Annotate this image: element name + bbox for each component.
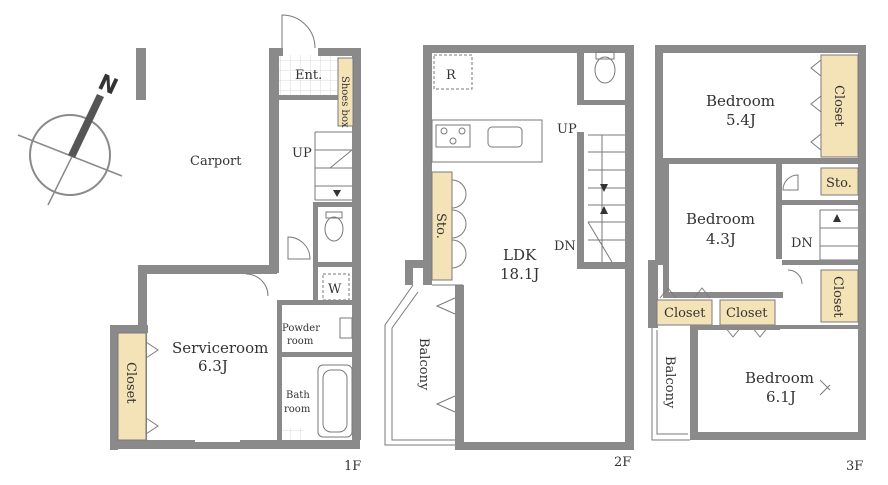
serviceroom-size: 6.3J bbox=[198, 357, 228, 375]
dn-label-2f: DN bbox=[554, 239, 576, 254]
up-label-2f: UP bbox=[557, 122, 577, 137]
powder-room-label-1: Powder bbox=[282, 323, 320, 334]
bedroom-b-label: Bedroom bbox=[686, 210, 755, 228]
bedroom-a-label: Bedroom bbox=[706, 92, 775, 110]
powder-room-label-2: room bbox=[287, 336, 314, 347]
closet-a-label: Closet bbox=[831, 85, 846, 127]
bedroom-c-label: Bedroom bbox=[745, 369, 814, 387]
floor-1f bbox=[110, 14, 361, 450]
floor-label-1f: 1F bbox=[344, 459, 361, 474]
north-compass-icon: N bbox=[17, 48, 146, 206]
balcony-label-2f: Balcony bbox=[416, 338, 431, 391]
entrance-tiles bbox=[277, 55, 339, 95]
floor-3f bbox=[648, 45, 866, 441]
bedroom-a-size: 5.4J bbox=[726, 111, 756, 129]
bedroom-b-size: 4.3J bbox=[706, 230, 736, 248]
floor-label-2f: 2F bbox=[614, 455, 631, 470]
carport-label: Carport bbox=[190, 154, 242, 169]
bath-room-label-1: Bath bbox=[286, 390, 310, 401]
bedroom-c-size: 6.1J bbox=[766, 388, 796, 406]
shoes-box-label: Shoes box bbox=[339, 76, 350, 128]
bath-room-label-2: room bbox=[284, 404, 311, 415]
dn-label-3f: DN bbox=[791, 236, 813, 251]
closet-label-1f: Closet bbox=[123, 362, 138, 404]
closet-d-label: Closet bbox=[726, 306, 768, 321]
storage-label-3f: Sto. bbox=[826, 176, 852, 191]
serviceroom-label: Serviceroom bbox=[172, 339, 268, 357]
washer-label: W bbox=[328, 282, 342, 297]
up-label-1f: UP bbox=[292, 146, 312, 161]
ldk-size: 18.1J bbox=[500, 265, 539, 283]
closet-c-label: Closet bbox=[664, 306, 706, 321]
balcony-label-3f: Balcony bbox=[662, 356, 677, 409]
entrance-label: Ent. bbox=[295, 68, 322, 83]
ldk-label: LDK bbox=[503, 246, 537, 264]
closet-b-label: Closet bbox=[830, 276, 845, 318]
floor-2f bbox=[384, 45, 634, 450]
entry-door-swing bbox=[281, 14, 316, 49]
refrigerator-label: R bbox=[446, 68, 457, 83]
floor-label-3f: 3F bbox=[846, 459, 863, 474]
storage-label-2f: Sto. bbox=[433, 213, 448, 239]
